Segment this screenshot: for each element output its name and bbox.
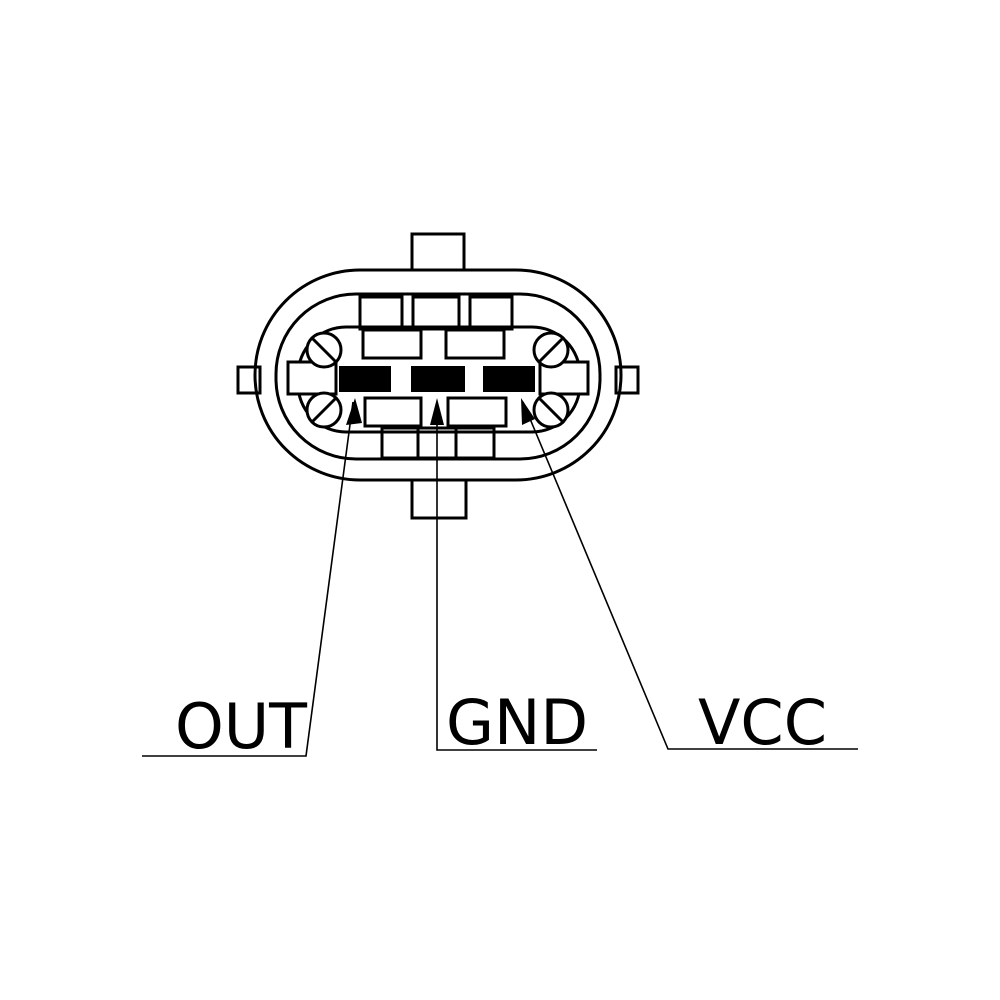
leader-out xyxy=(142,398,362,757)
housing-outer xyxy=(253,268,623,482)
lower-guide-left xyxy=(363,396,423,428)
terminal-out xyxy=(339,366,391,392)
corner-post-bottom-right xyxy=(532,391,570,429)
pin-label-vcc: VCC xyxy=(698,686,827,759)
corner-post-top-right xyxy=(532,331,570,369)
pin-label-gnd: GND xyxy=(446,686,588,759)
terminal-vcc xyxy=(483,366,535,392)
bottom-key-tab xyxy=(410,478,468,520)
pin-label-out: OUT xyxy=(175,690,308,763)
top-rib-row xyxy=(358,295,514,331)
terminal-gnd xyxy=(411,366,465,392)
corner-post-bottom-left xyxy=(305,391,343,429)
corner-post-top-left xyxy=(305,331,343,369)
lower-guide-right xyxy=(446,396,508,428)
upper-guide-right xyxy=(444,328,506,360)
upper-guide-left xyxy=(361,328,423,360)
leader-gnd xyxy=(430,398,597,751)
top-key-tab xyxy=(410,232,466,272)
leader-vcc xyxy=(521,398,858,750)
